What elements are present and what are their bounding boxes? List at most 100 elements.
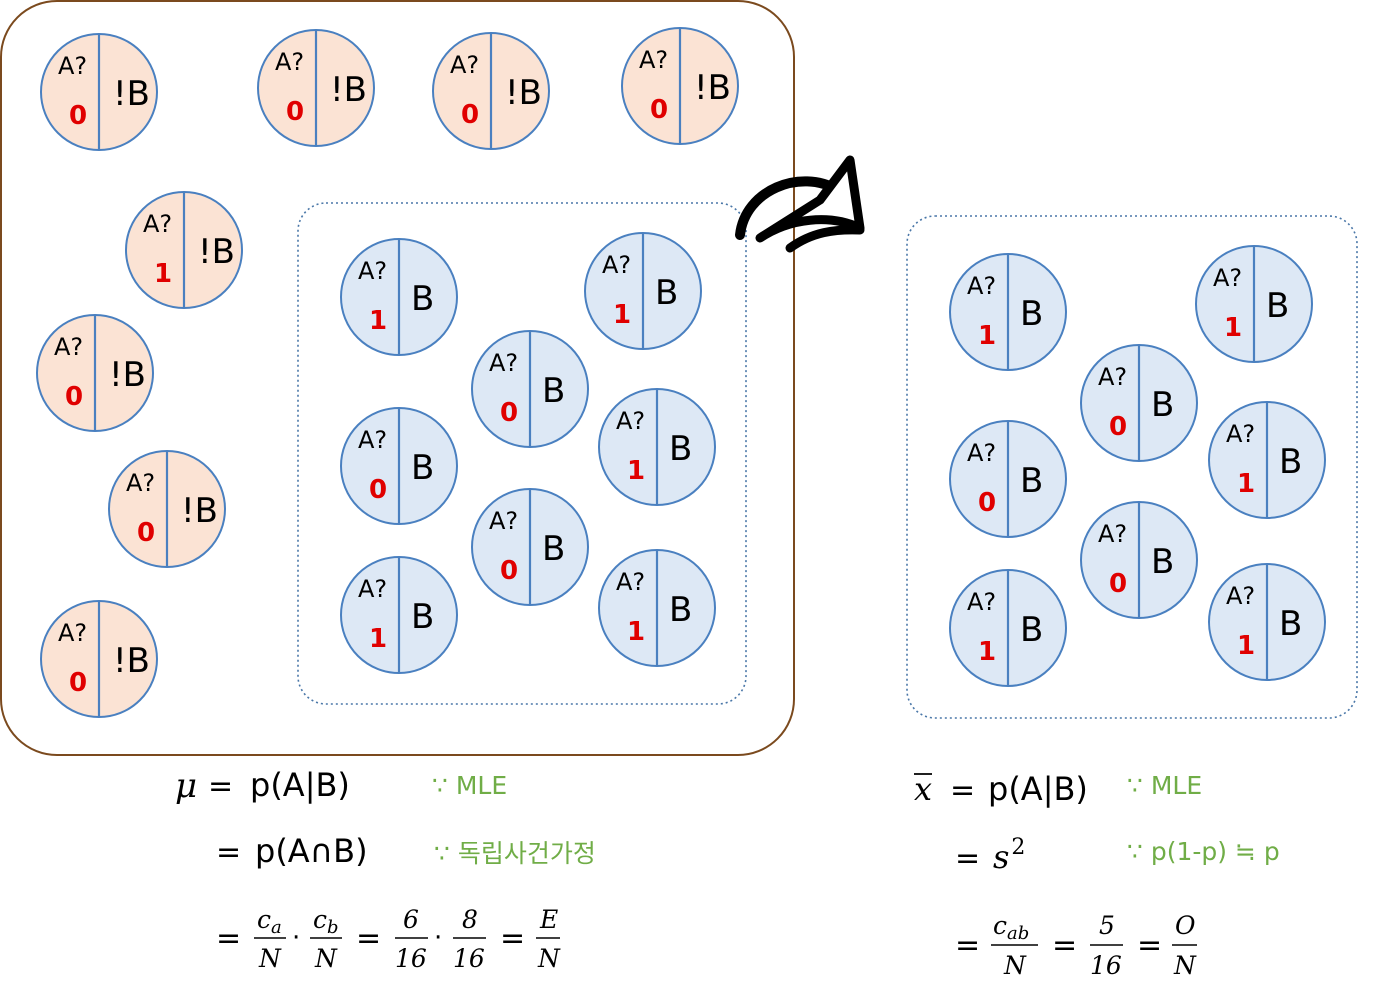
value-label: 1 [369, 624, 387, 654]
sample-b-circle: A?1B [1195, 245, 1313, 363]
frac-e-den: N [537, 944, 561, 973]
value-label: 0 [978, 488, 996, 518]
frac-cb-den: N [314, 944, 338, 973]
not-b-label: !B [330, 70, 367, 110]
b-label: B [1020, 461, 1043, 501]
value-label: 1 [1237, 469, 1255, 499]
query-label: A? [967, 588, 996, 616]
query-label: A? [358, 575, 387, 603]
query-label: A? [967, 439, 996, 467]
query-label: A? [143, 210, 172, 238]
value-label: 1 [978, 637, 996, 667]
value-label: 1 [613, 300, 631, 330]
b-label: B [669, 590, 692, 630]
query-label: A? [358, 257, 387, 285]
left-line1-rhs: p(A|B) [250, 766, 350, 804]
b-circle: A?1B [598, 388, 716, 506]
b-label: B [655, 273, 678, 313]
query-label: A? [358, 426, 387, 454]
sample-b-circle: A?0B [1080, 344, 1198, 462]
query-label: A? [616, 407, 645, 435]
value-label: 0 [69, 101, 87, 131]
b-label: B [1279, 604, 1302, 644]
query-label: A? [489, 507, 518, 535]
s-squared: s2 [993, 835, 1025, 876]
frac-o-num: O [1175, 911, 1196, 940]
mu-symbol: μ [175, 766, 197, 806]
value-label: 0 [369, 475, 387, 505]
query-label: A? [54, 333, 83, 361]
not-b-circle: A? 0 !B [257, 29, 375, 147]
not-b-label: !B [181, 491, 218, 531]
query-label: A? [1098, 520, 1127, 548]
left-line2-note: ∵ 독립사건가정 [434, 839, 596, 868]
b-label: B [1020, 294, 1043, 334]
right-equations: x = p(A|B) ∵ MLE = s2 ∵ p(1-p) ≒ p = cab… [914, 770, 1280, 980]
value-label: 0 [500, 398, 518, 428]
not-b-circle: A? 0 !B [40, 33, 158, 151]
query-label: A? [450, 51, 479, 79]
frac-e-num: E [539, 905, 558, 934]
query-label: A? [1213, 264, 1242, 292]
value-label: 0 [461, 100, 479, 130]
b-circle: A?0B [471, 330, 589, 448]
dot-1: · [292, 923, 300, 953]
b-label: B [542, 529, 565, 569]
right-equals-3: = [955, 928, 980, 963]
not-b-label: !B [113, 74, 150, 114]
value-label: 0 [1109, 569, 1127, 599]
value-label: 0 [500, 556, 518, 586]
subset-frame-left [297, 202, 747, 705]
b-circle: A?1B [598, 549, 716, 667]
xbar-symbol: x [914, 770, 932, 808]
b-label: B [1020, 610, 1043, 650]
value-label: 1 [154, 259, 172, 289]
right-line1-note: ∵ MLE [1127, 771, 1202, 800]
query-label: A? [58, 52, 87, 80]
circle-group: A?0!BA?0!BA?0!BA?0!BA?1!BA?0!BA?0!BA?0!B… [36, 27, 1326, 718]
query-label: A? [1226, 420, 1255, 448]
equals-2: = [216, 835, 241, 870]
not-b-label: !B [505, 73, 542, 113]
b-label: B [411, 448, 434, 488]
b-circle: A? 0B [471, 488, 589, 606]
query-label: A? [275, 48, 304, 76]
left-line2-rhs: p(A∩B) [255, 832, 368, 870]
value-label: 1 [978, 321, 996, 351]
query-label: A? [639, 46, 668, 74]
sample-b-circle: A? 1B [949, 569, 1067, 687]
frac-ca-den: N [258, 944, 282, 973]
frac-cab-den: N [1003, 951, 1027, 980]
query-label: A? [1226, 582, 1255, 610]
frac-5-num: 5 [1099, 911, 1115, 940]
query-label: A? [1098, 363, 1127, 391]
subset-frame-right [906, 215, 1358, 719]
b-label: B [411, 279, 434, 319]
not-b-label: !B [198, 232, 235, 272]
value-label: 1 [1237, 631, 1255, 661]
frac-ca-num: ca [257, 905, 282, 938]
value-label: 0 [65, 382, 83, 412]
frac-6-num: 6 [403, 905, 419, 934]
not-b-circle: A? 1 !B [125, 191, 243, 309]
b-circle: A?1B [340, 238, 458, 356]
frac-6-den: 16 [395, 944, 427, 973]
frac-o-den: N [1173, 951, 1197, 980]
not-b-circle: A?0!B [40, 600, 158, 718]
b-circle: A?1B [340, 556, 458, 674]
curved-arrow-right-icon [735, 155, 865, 253]
value-label: 0 [286, 97, 304, 127]
b-label: B [1151, 385, 1174, 425]
not-b-label: !B [109, 355, 146, 395]
b-circle: A?1B [584, 232, 702, 350]
not-b-circle: A? 0 !B [432, 32, 550, 150]
frac-8-num: 8 [462, 905, 478, 934]
not-b-circle: A?0!B [108, 450, 226, 568]
not-b-circle: A? 0 !B [36, 314, 154, 432]
query-label: A? [967, 272, 996, 300]
value-label: 0 [137, 518, 155, 548]
frac-8-den: 16 [453, 944, 485, 973]
dot-2: · [434, 923, 442, 953]
right-line1-rhs: p(A|B) [988, 770, 1088, 808]
